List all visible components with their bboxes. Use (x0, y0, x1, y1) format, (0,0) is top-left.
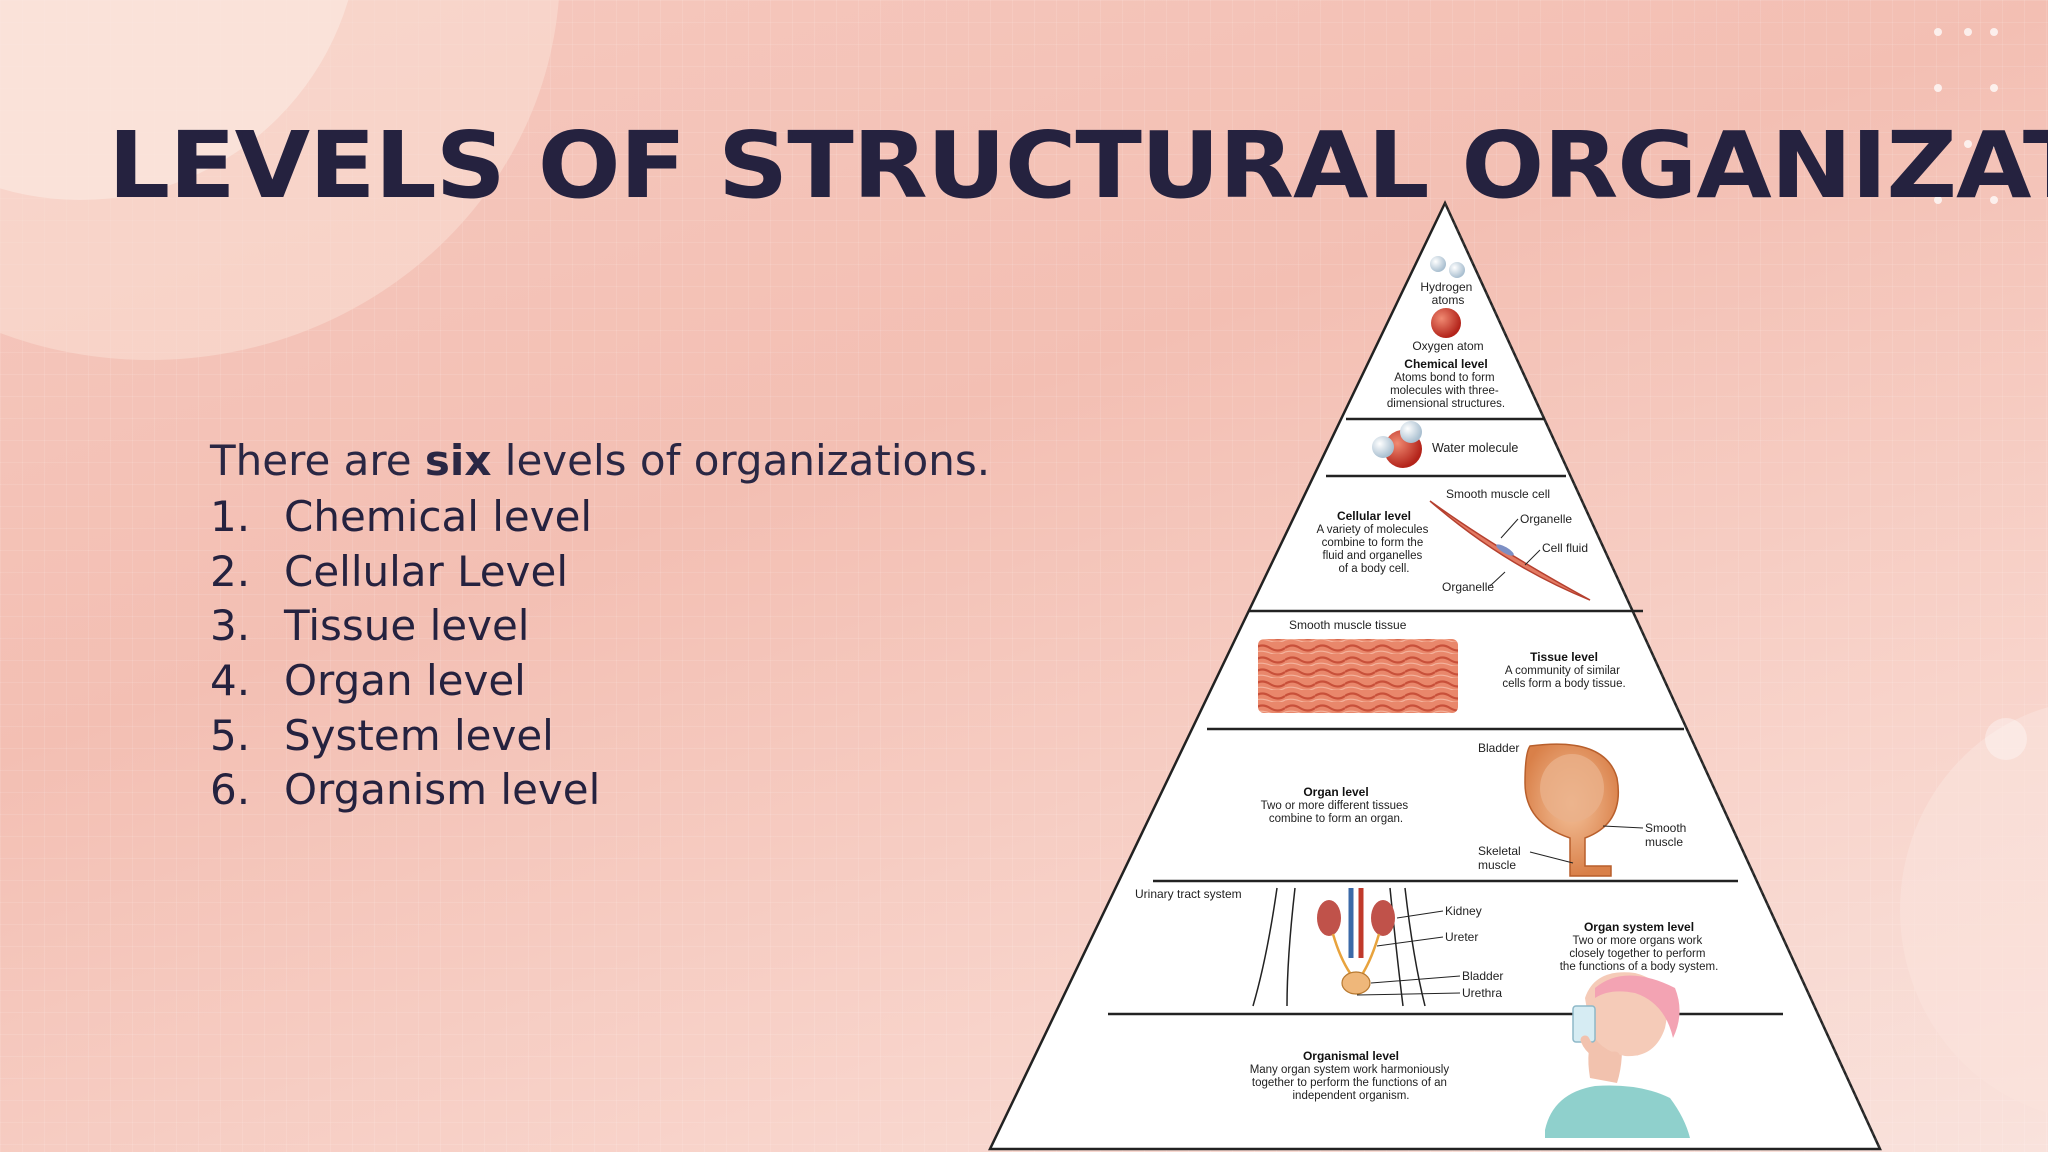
cellular-desc-1: A variety of molecules (1316, 524, 1428, 536)
list-label: Organ level (284, 656, 526, 706)
organelle-label-bottom: Organelle (1442, 580, 1494, 594)
smooth-muscle-label: Smooth (1645, 821, 1686, 835)
organ-system-level-title: Organ system level (1584, 920, 1694, 934)
cellular-desc-3: fluid and organelles (1323, 550, 1423, 562)
svg-text:A variety of molecules: A variety of molecules combine to form t… (1316, 524, 1431, 575)
list-number: 4. (210, 656, 251, 706)
smooth-muscle-label-2: muscle (1645, 835, 1683, 849)
tier-organ: Organ level Two or more different tissue… (1261, 741, 1690, 877)
list-label: Chemical level (284, 492, 593, 541)
organ-desc-2: combine to form an organ. (1269, 813, 1403, 825)
urinary-tract-label: Urinary tract system (1135, 887, 1242, 901)
svg-text:Two or more organs work: Two or more organs work closely together… (1560, 935, 1719, 973)
urinary-system-icon (1252, 887, 1426, 1007)
svg-text:Smooth muscle: Smooth muscle (1645, 821, 1690, 849)
list-label: System level (284, 710, 554, 760)
chemical-desc-1: Atoms bond to form (1394, 372, 1494, 384)
tier-cellular: Cellular level A variety of molecules co… (1316, 487, 1591, 601)
cellular-level-title: Cellular level (1337, 509, 1411, 523)
hydrogen-label-2: atoms (1432, 293, 1465, 307)
chemical-level-title: Chemical level (1404, 357, 1487, 371)
svg-text:Skeletal muscle: Skeletal muscle (1478, 844, 1524, 872)
tier-tissue: Smooth muscle tissue Tissue level A comm… (1258, 618, 1626, 713)
bladder-system-label: Bladder (1462, 969, 1503, 983)
organismal-level-title: Organismal level (1303, 1049, 1399, 1063)
list-number: 5. (210, 710, 251, 760)
smooth-muscle-cell-icon (1429, 500, 1591, 601)
intro-text-before: There are (210, 436, 425, 485)
svg-text:Hydrogen atoms: Hydrogen atoms (1420, 280, 1475, 307)
tier-system: Urinary tract system Kidney Ureter Bladd… (1135, 887, 1719, 1007)
water-molecule-label: Water molecule (1432, 441, 1518, 455)
organism-desc-3: independent organism. (1293, 1090, 1410, 1102)
intro-text: There are six levels of organizations. (210, 436, 990, 485)
levels-list: 1. Chemical level 2. Cellular Level 3. Tiss… (210, 490, 600, 818)
system-desc-2: closely together to perform (1569, 948, 1705, 960)
list-item: 6. Organism level (210, 763, 600, 818)
tier-water-molecule: Water molecule (1372, 421, 1518, 468)
chemical-desc-3: dimensional structures. (1387, 398, 1505, 410)
oxygen-atom-icon (1431, 308, 1461, 338)
slide-title: LEVELS OF STRUCTURAL ORGANIZATION (108, 112, 2048, 219)
list-item: 3. Tissue level (210, 599, 600, 654)
skeletal-muscle-label-2: muscle (1478, 858, 1516, 872)
organelle-label-top: Organelle (1520, 512, 1572, 526)
tissue-desc-1: A community of similar (1505, 665, 1620, 677)
smooth-muscle-cell-label: Smooth muscle cell (1446, 487, 1550, 501)
svg-text:A community of similar: A community of similar cells form a body… (1502, 665, 1625, 690)
list-number: 2. (210, 546, 251, 596)
tissue-level-title: Tissue level (1530, 650, 1598, 664)
intro-text-bold: six (424, 436, 492, 485)
list-label: Cellular Level (284, 546, 569, 596)
list-number: 3. (210, 601, 251, 651)
hydrogen-atom-icon (1430, 256, 1446, 272)
list-item: 5. System level (210, 709, 600, 764)
smooth-muscle-tissue-label: Smooth muscle tissue (1289, 618, 1407, 632)
skeletal-muscle-label: Skeletal (1478, 844, 1521, 858)
organism-desc-1: Many organ system work harmoniously (1250, 1064, 1450, 1076)
list-item: 2. Cellular Level (210, 545, 600, 600)
cellular-desc-2: combine to form the (1322, 537, 1424, 549)
tier-chemical: Hydrogen atoms Oxygen atom Chemical leve… (1387, 256, 1505, 410)
tissue-desc-2: cells form a body tissue. (1502, 678, 1625, 690)
chemical-desc-2: molecules with three- (1390, 385, 1499, 397)
hydrogen-label: Hydrogen (1420, 280, 1472, 294)
list-item: 4. Organ level (210, 654, 600, 709)
organ-level-title: Organ level (1303, 785, 1368, 799)
list-number: 1. (210, 492, 251, 541)
urethra-label: Urethra (1462, 986, 1502, 1000)
bladder-label: Bladder (1478, 741, 1519, 755)
organism-desc-2: together to perform the functions of an (1252, 1077, 1447, 1089)
oxygen-label: Oxygen atom (1412, 339, 1483, 353)
person-drinking-icon (1545, 972, 1690, 1138)
intro-text-after: levels of organizations. (491, 436, 991, 485)
hydrogen-atom-icon (1449, 262, 1465, 278)
svg-text:Atoms bond to form mol: Atoms bond to form molecules with three-… (1387, 372, 1505, 410)
system-desc-3: the functions of a body system. (1560, 961, 1719, 973)
tier-organism: Organismal level Many organ system work … (1250, 972, 1690, 1138)
system-desc-1: Two or more organs work (1573, 935, 1703, 947)
kidney-label: Kidney (1445, 904, 1482, 918)
list-label: Tissue level (284, 601, 530, 651)
cell-fluid-label: Cell fluid (1542, 541, 1588, 555)
cellular-desc-4: of a body cell. (1339, 563, 1410, 575)
structural-organization-pyramid: Hydrogen atoms Oxygen atom Chemical leve… (988, 200, 1882, 1151)
list-item: 1. Chemical level (210, 490, 600, 545)
svg-text:Many organ system work harmoni: Many organ system work harmoniously toge… (1250, 1064, 1453, 1102)
organ-desc-1: Two or more different tissues (1261, 800, 1409, 812)
ureter-label: Ureter (1445, 930, 1478, 944)
background-circle (1985, 718, 2027, 760)
svg-text:Two or more different tissues: Two or more different tissues combine to… (1261, 800, 1412, 825)
list-number: 6. (210, 765, 251, 815)
list-label: Organism level (284, 765, 601, 815)
smooth-muscle-tissue-icon (1258, 639, 1458, 713)
